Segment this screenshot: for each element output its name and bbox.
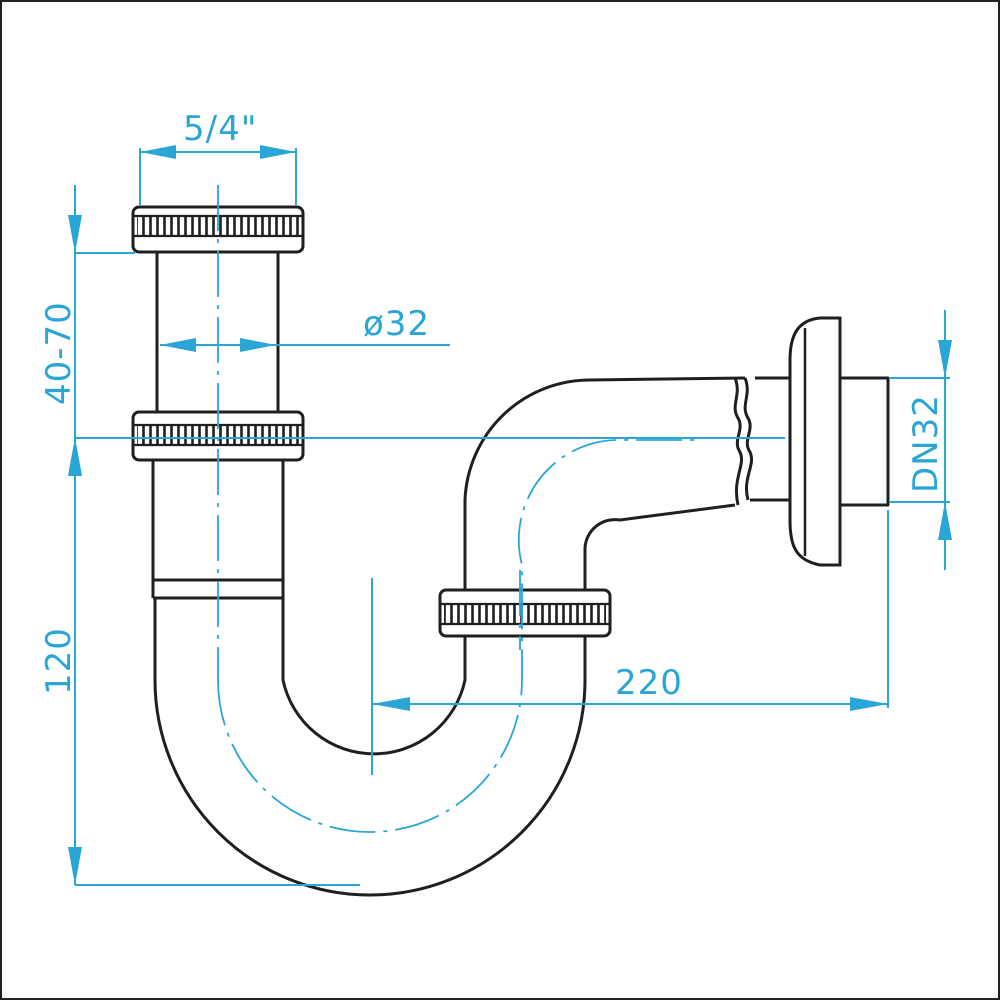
dim-drop-height: 120 <box>39 438 360 886</box>
dim-inlet-thread-label: 5/4" <box>183 109 257 149</box>
dim-pipe-diameter-label: ø32 <box>363 304 430 344</box>
right-nut <box>438 588 612 638</box>
dim-pipe-diameter: ø32 <box>160 304 450 352</box>
dim-drop-height-label: 120 <box>39 627 79 695</box>
dim-outlet-dn-label: DN32 <box>906 394 946 493</box>
trap-outer-outline <box>153 503 736 897</box>
wall-flange <box>788 316 842 567</box>
upper-tube <box>155 250 280 415</box>
centerline-trap <box>217 439 700 833</box>
dim-outlet-dn: DN32 <box>890 310 952 570</box>
lower-tube <box>151 460 285 600</box>
dim-height-adjust: 40-70 <box>39 185 135 476</box>
outlet-break <box>733 377 753 506</box>
trap-inner-outline <box>281 376 746 756</box>
dim-horizontal-reach-label: 220 <box>615 663 683 703</box>
dim-inlet-thread: 5/4" <box>139 109 297 205</box>
dim-horizontal-reach: 220 <box>371 510 889 775</box>
dim-height-adjust-label: 40-70 <box>39 301 79 405</box>
